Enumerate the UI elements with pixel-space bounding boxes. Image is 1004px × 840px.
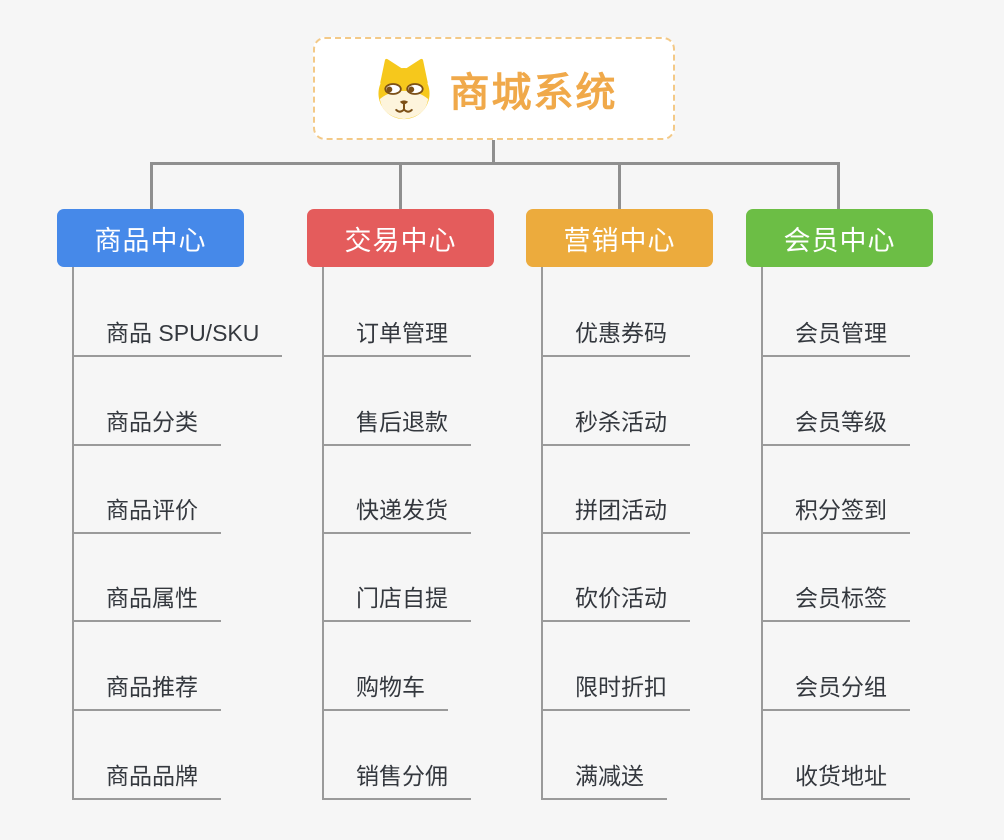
connector-horizontal-bus bbox=[150, 162, 840, 165]
child-node[interactable]: 砍价活动 bbox=[541, 581, 690, 622]
child-node[interactable]: 商品评价 bbox=[72, 493, 221, 534]
child-node[interactable]: 订单管理 bbox=[322, 316, 471, 357]
connector-drop-goods bbox=[150, 162, 153, 209]
child-node[interactable]: 商品属性 bbox=[72, 581, 221, 622]
connector-drop-member bbox=[837, 162, 840, 209]
child-node[interactable]: 销售分佣 bbox=[322, 759, 471, 800]
root-title: 商城系统 bbox=[449, 70, 618, 115]
connector-root-stem bbox=[492, 140, 495, 163]
child-node[interactable]: 会员管理 bbox=[761, 316, 910, 357]
child-node[interactable]: 限时折扣 bbox=[541, 670, 690, 711]
branch-node-goods[interactable]: 商品中心 bbox=[57, 209, 244, 267]
child-node[interactable]: 售后退款 bbox=[322, 405, 471, 446]
child-node[interactable]: 会员分组 bbox=[761, 670, 910, 711]
child-node[interactable]: 拼团活动 bbox=[541, 493, 690, 534]
child-node[interactable]: 快递发货 bbox=[322, 493, 471, 534]
child-node[interactable]: 满减送 bbox=[541, 759, 667, 800]
connector-drop-trade bbox=[399, 162, 402, 209]
shiba-dog-icon bbox=[371, 58, 437, 120]
branch-node-trade[interactable]: 交易中心 bbox=[307, 209, 494, 267]
child-node[interactable]: 商品推荐 bbox=[72, 670, 221, 711]
child-node[interactable]: 会员标签 bbox=[761, 581, 910, 622]
child-node[interactable]: 收货地址 bbox=[761, 759, 910, 800]
branch-node-marketing[interactable]: 营销中心 bbox=[526, 209, 713, 267]
child-node[interactable]: 商品 SPU/SKU bbox=[72, 316, 283, 357]
child-node[interactable]: 商品分类 bbox=[72, 405, 221, 446]
root-node[interactable]: 商城系统 bbox=[313, 37, 675, 140]
child-node[interactable]: 积分签到 bbox=[761, 493, 910, 534]
child-node[interactable]: 商品品牌 bbox=[72, 759, 221, 800]
child-node[interactable]: 购物车 bbox=[322, 670, 448, 711]
connector-drop-marketing bbox=[618, 162, 621, 209]
child-node[interactable]: 优惠券码 bbox=[541, 316, 690, 357]
child-node[interactable]: 门店自提 bbox=[322, 581, 471, 622]
branch-node-member[interactable]: 会员中心 bbox=[746, 209, 933, 267]
child-node[interactable]: 秒杀活动 bbox=[541, 405, 690, 446]
child-node[interactable]: 会员等级 bbox=[761, 405, 910, 446]
